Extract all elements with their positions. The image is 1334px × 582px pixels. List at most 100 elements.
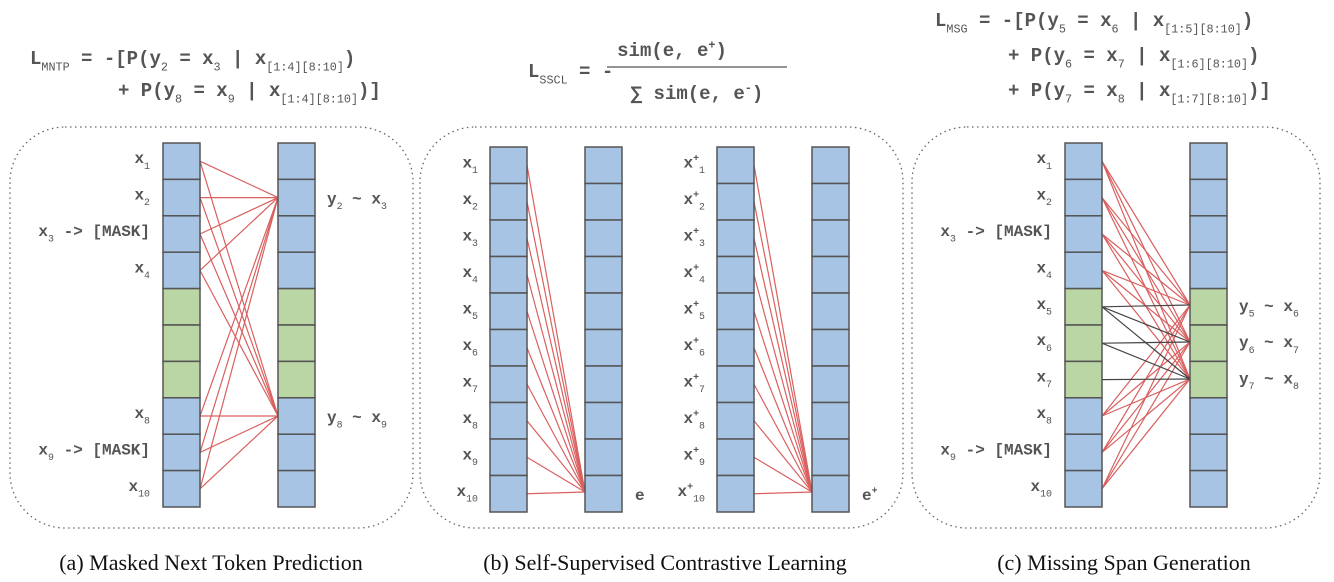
text-part: 7 [1065,93,1072,107]
text-part: + [693,153,699,164]
text-part: x [462,227,472,245]
positive-token-label: x+​1​ [683,153,705,176]
text-part: x [1036,369,1046,387]
text-part: = - [568,61,614,83]
text-part: x [462,300,472,318]
text-part: x [683,373,693,391]
token-cell [811,146,850,185]
text-part: 9 [699,457,705,468]
output-token-label: y6​ ~ x7​ [1239,334,1299,356]
input-token-label: x2​ [462,191,478,213]
text-part: 7 [1118,58,1125,72]
token-cell [811,474,850,513]
text-part: 10 [466,493,478,504]
token-cell [811,438,850,477]
token-cell [1064,287,1103,326]
token-cell [716,328,755,367]
msg-formula-line-1: LMSG​ = -[P(y5​ = x6​ | x[1:5][8:10]​) [935,10,1253,37]
positive-token-label: x+​3​ [683,226,705,249]
text-part: x [38,441,48,459]
embedding-label-e: e [635,487,645,505]
token-cell [584,401,623,440]
text-part: 3 [472,238,478,249]
attention-line [1101,160,1191,306]
text-part: + P(y [1008,45,1066,67]
input-token-label: x6​ [1036,332,1052,354]
text-part: 5 [699,311,705,322]
text-part: = -[P(y [70,48,162,70]
token-cell [1189,397,1228,435]
text-part: | x [221,48,267,70]
text-part: MSG [946,23,967,37]
input-token-label: x1​ [134,150,150,172]
token-cell [584,219,623,258]
token-cell [162,433,201,472]
text-part: 5 [472,311,478,322]
token-cell [162,360,201,399]
token-cell [277,287,316,326]
text-part: 10 [1040,488,1052,499]
token-cell [489,401,528,440]
text-part: x [462,373,472,391]
attention-line [526,347,586,493]
text-part: = x [1072,45,1118,67]
sscl-numerator: sim(e, e+​) [617,38,727,62]
input-token-label: x3​ -> [MASK] [940,223,1052,245]
text-part: + [693,299,699,310]
text-part: e [862,487,872,505]
token-cell [1189,287,1228,326]
panel-b-frame [419,126,904,529]
text-part: x [1031,478,1041,496]
caption-b: (b) Self-Supervised Contrastive Learning [483,550,847,575]
input-token-label: x3​ [462,227,478,249]
input-token-label: x4​ [1036,259,1052,281]
text-part: 1 [144,161,150,172]
text-part: 6 [1046,343,1052,354]
text-part: 7 [1293,345,1299,356]
positive-token-label: x+​10​ [678,481,706,504]
input-token-label: x2​ [1036,187,1052,209]
text-part: ) [752,83,763,105]
text-part: y [1239,371,1249,389]
input-token-label: x9​ -> [MASK] [38,441,150,463]
token-cell [1064,178,1103,217]
input-token-label: x5​ [462,300,478,322]
text-part: 6 [1065,58,1072,72]
token-cell [489,365,528,404]
output-token-label: y5​ ~ x6​ [1239,298,1299,320]
text-part: 2 [1046,197,1052,208]
token-cell [277,433,316,472]
input-token-label: x5​ [1036,296,1052,318]
token-cell [716,474,755,513]
token-cell [277,324,316,363]
text-part: x [462,191,472,209]
text-part: = -[P(y [968,10,1060,32]
token-cell [277,397,316,435]
text-part: x [462,264,472,282]
text-part: 4 [472,274,478,285]
output-token-column [277,142,316,508]
token-cell [162,397,201,435]
token-cell [811,182,850,221]
input-token-label: x9​ -> [MASK] [940,441,1052,463]
attention-line [1101,342,1191,380]
token-cell [1064,397,1103,435]
attention-line [199,197,279,489]
text-part: x [683,191,693,209]
text-part: x [683,337,693,355]
input-token-column [489,146,528,513]
text-part: 8 [699,420,705,431]
token-cell [162,287,201,326]
text-part: 4 [144,270,150,281]
input-token-label: x10​ [1031,478,1053,500]
token-cell [489,292,528,331]
token-cell [489,474,528,513]
token-cell [716,365,755,404]
text-part: 6 [1249,345,1255,356]
text-part: 9 [950,452,956,463]
attention-line [1101,304,1191,308]
token-cell [1064,142,1103,181]
token-cell [489,328,528,367]
text-part: ~ x [343,191,382,209]
token-cell [716,292,755,331]
